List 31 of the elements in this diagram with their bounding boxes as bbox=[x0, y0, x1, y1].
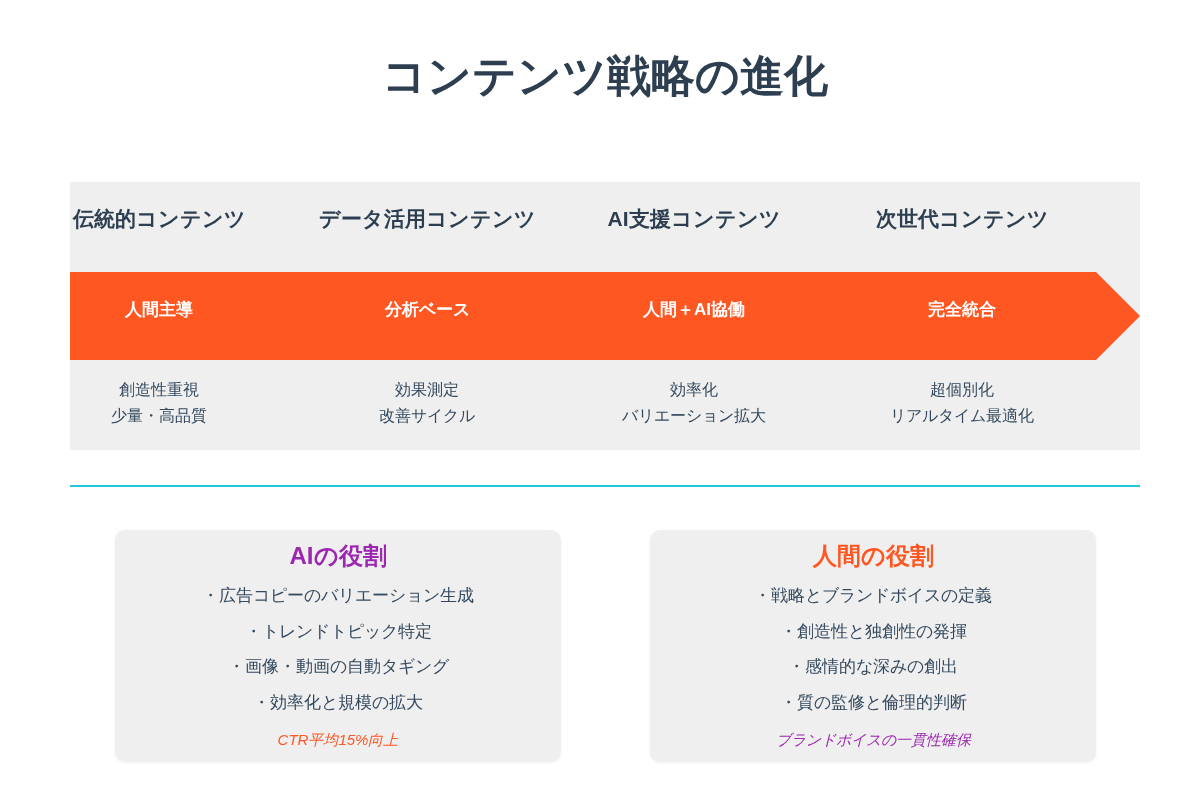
arrow-band bbox=[70, 272, 1140, 360]
bullet-item: ・感情的な深みの創出 bbox=[788, 656, 958, 678]
bullet-item: ・創造性と独創性の発揮 bbox=[779, 621, 967, 642]
stage-note: 少量・高品質 bbox=[111, 406, 207, 426]
diagram-title: コンテンツ戦略の進化 bbox=[382, 49, 828, 102]
stage-note: リアルタイム最適化 bbox=[890, 406, 1034, 426]
bullet-item: ・質の監修と倫理的判断 bbox=[779, 692, 967, 713]
phase-label: 人間主導 bbox=[125, 299, 193, 321]
highlight-note: ブランドボイスの一貫性確保 bbox=[775, 731, 971, 749]
stage-heading: 次世代コンテンツ bbox=[875, 206, 1049, 232]
phase-label: 人間＋AI協働 bbox=[643, 299, 745, 321]
stage-note: 超個別化 bbox=[930, 380, 994, 400]
phase-label: 完全統合 bbox=[928, 299, 996, 321]
card-heading: 人間の役割 bbox=[812, 541, 934, 571]
stage-note: 創造性重視 bbox=[119, 380, 199, 400]
stage-note: 効果測定 bbox=[395, 380, 459, 400]
highlight-note: CTR平均15%向上 bbox=[277, 731, 399, 749]
phase-label: 分析ベース bbox=[384, 299, 470, 321]
bullet-item: ・トレンドトピック特定 bbox=[244, 621, 432, 642]
stage-heading: 伝統的コンテンツ bbox=[72, 206, 246, 232]
stage-note: 効率化 bbox=[670, 380, 718, 400]
bullet-item: ・広告コピーのバリエーション生成 bbox=[202, 585, 474, 607]
card-heading: AIの役割 bbox=[289, 541, 387, 571]
bullet-item: ・画像・動画の自動タギング bbox=[227, 656, 449, 678]
stage-heading: AI支援コンテンツ bbox=[607, 206, 781, 232]
stage-heading: データ活用コンテンツ bbox=[318, 206, 536, 232]
bullet-item: ・戦略とブランドボイスの定義 bbox=[754, 585, 992, 607]
timeline-panel bbox=[70, 182, 1140, 450]
stage-note: 改善サイクル bbox=[379, 406, 475, 426]
bullet-item: ・効率化と規模の拡大 bbox=[253, 692, 423, 713]
stage-note: バリエーション拡大 bbox=[622, 406, 766, 426]
